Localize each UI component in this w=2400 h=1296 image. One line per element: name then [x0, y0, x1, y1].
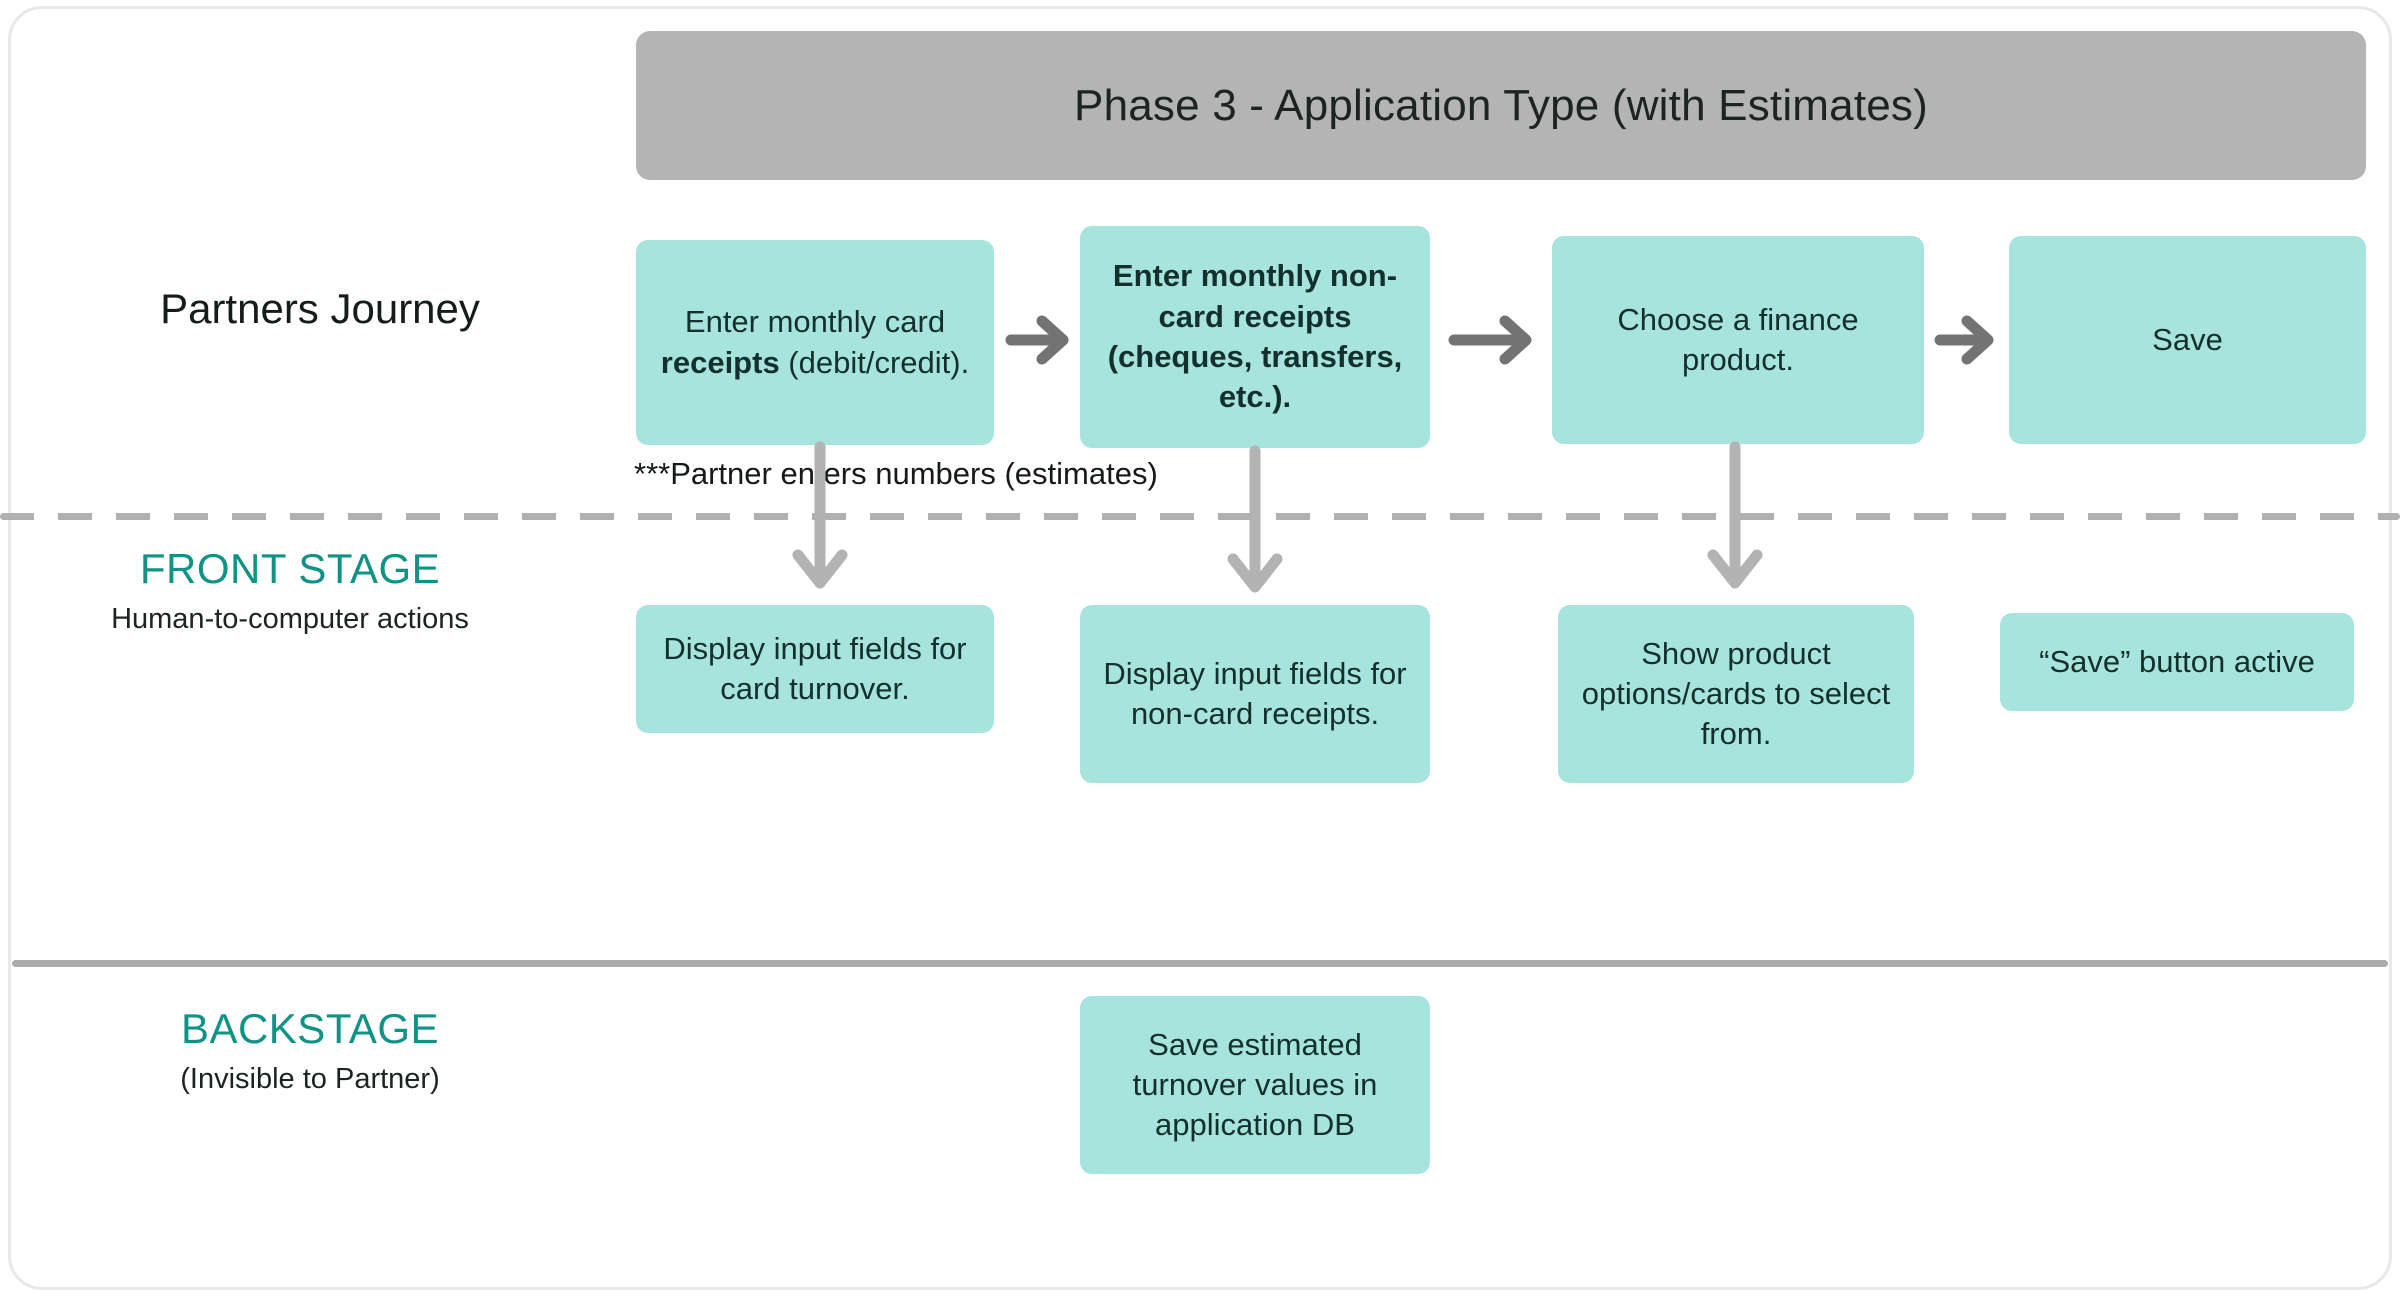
front-stage-show-product-options[interactable]: Show product options/cards to select fro…	[1558, 605, 1914, 783]
backstage-solid-separator	[12, 960, 2388, 967]
front-stage-dashed-separator	[0, 513, 2400, 520]
arrow-right-icon-1	[1005, 305, 1071, 375]
backstage-step-1-text: Save estimated turnover values in applic…	[1132, 1026, 1378, 1143]
front-stage-display-non-card-fields[interactable]: Display input fields for non-card receip…	[1080, 605, 1430, 783]
journey-step-2-text: Enter monthly non-card receipts (cheques…	[1107, 258, 1403, 415]
journey-step-enter-card-receipts[interactable]: Enter monthly card receipts (debit/credi…	[636, 240, 994, 445]
journey-step-3-text: Choose a finance product.	[1617, 301, 1859, 377]
front-stage-step-3-text: Show product options/cards to select fro…	[1581, 635, 1891, 752]
front-stage-display-card-fields[interactable]: Display input fields for card turnover.	[636, 605, 994, 733]
front-stage-label: FRONT STAGE	[139, 545, 441, 592]
front-stage-save-button-active[interactable]: “Save” button active	[2000, 613, 2354, 711]
row-label-backstage: BACKSTAGE (Invisible to Partner)	[30, 1005, 590, 1096]
journey-step-1-text: Enter monthly card receipts (debit/credi…	[660, 304, 970, 380]
front-stage-step-1-text: Display input fields for card turnover.	[663, 630, 967, 706]
arrow-right-icon-3	[1934, 305, 1996, 375]
partners-journey-label: Partners Journey	[160, 285, 480, 332]
journey-step-enter-non-card-receipts[interactable]: Enter monthly non-card receipts (cheques…	[1080, 226, 1430, 448]
backstage-label: BACKSTAGE	[180, 1005, 440, 1052]
phase-banner: Phase 3 - Application Type (with Estimat…	[636, 31, 2366, 180]
front-stage-step-2-text: Display input fields for non-card receip…	[1103, 655, 1407, 731]
arrow-down-icon-3	[1705, 441, 1765, 593]
front-stage-sublabel: Human-to-computer actions	[111, 603, 469, 635]
journey-note: ***Partner enters numbers (estimates)	[634, 456, 1158, 491]
row-label-front-stage: FRONT STAGE Human-to-computer actions	[10, 545, 570, 636]
row-label-partners-journey: Partners Journey	[60, 285, 580, 333]
backstage-save-estimated-turnover[interactable]: Save estimated turnover values in applic…	[1080, 996, 1430, 1174]
journey-step-save[interactable]: Save	[2009, 236, 2366, 444]
backstage-sublabel: (Invisible to Partner)	[180, 1063, 440, 1095]
phase-banner-title: Phase 3 - Application Type (with Estimat…	[1074, 80, 1928, 130]
arrow-down-icon-2	[1225, 445, 1285, 597]
arrow-right-icon-2	[1448, 305, 1534, 375]
journey-step-4-text: Save	[2152, 321, 2223, 357]
arrow-down-icon-1	[790, 441, 850, 593]
journey-step-choose-finance-product[interactable]: Choose a finance product.	[1552, 236, 1924, 444]
front-stage-step-4-text: “Save” button active	[2039, 643, 2315, 679]
